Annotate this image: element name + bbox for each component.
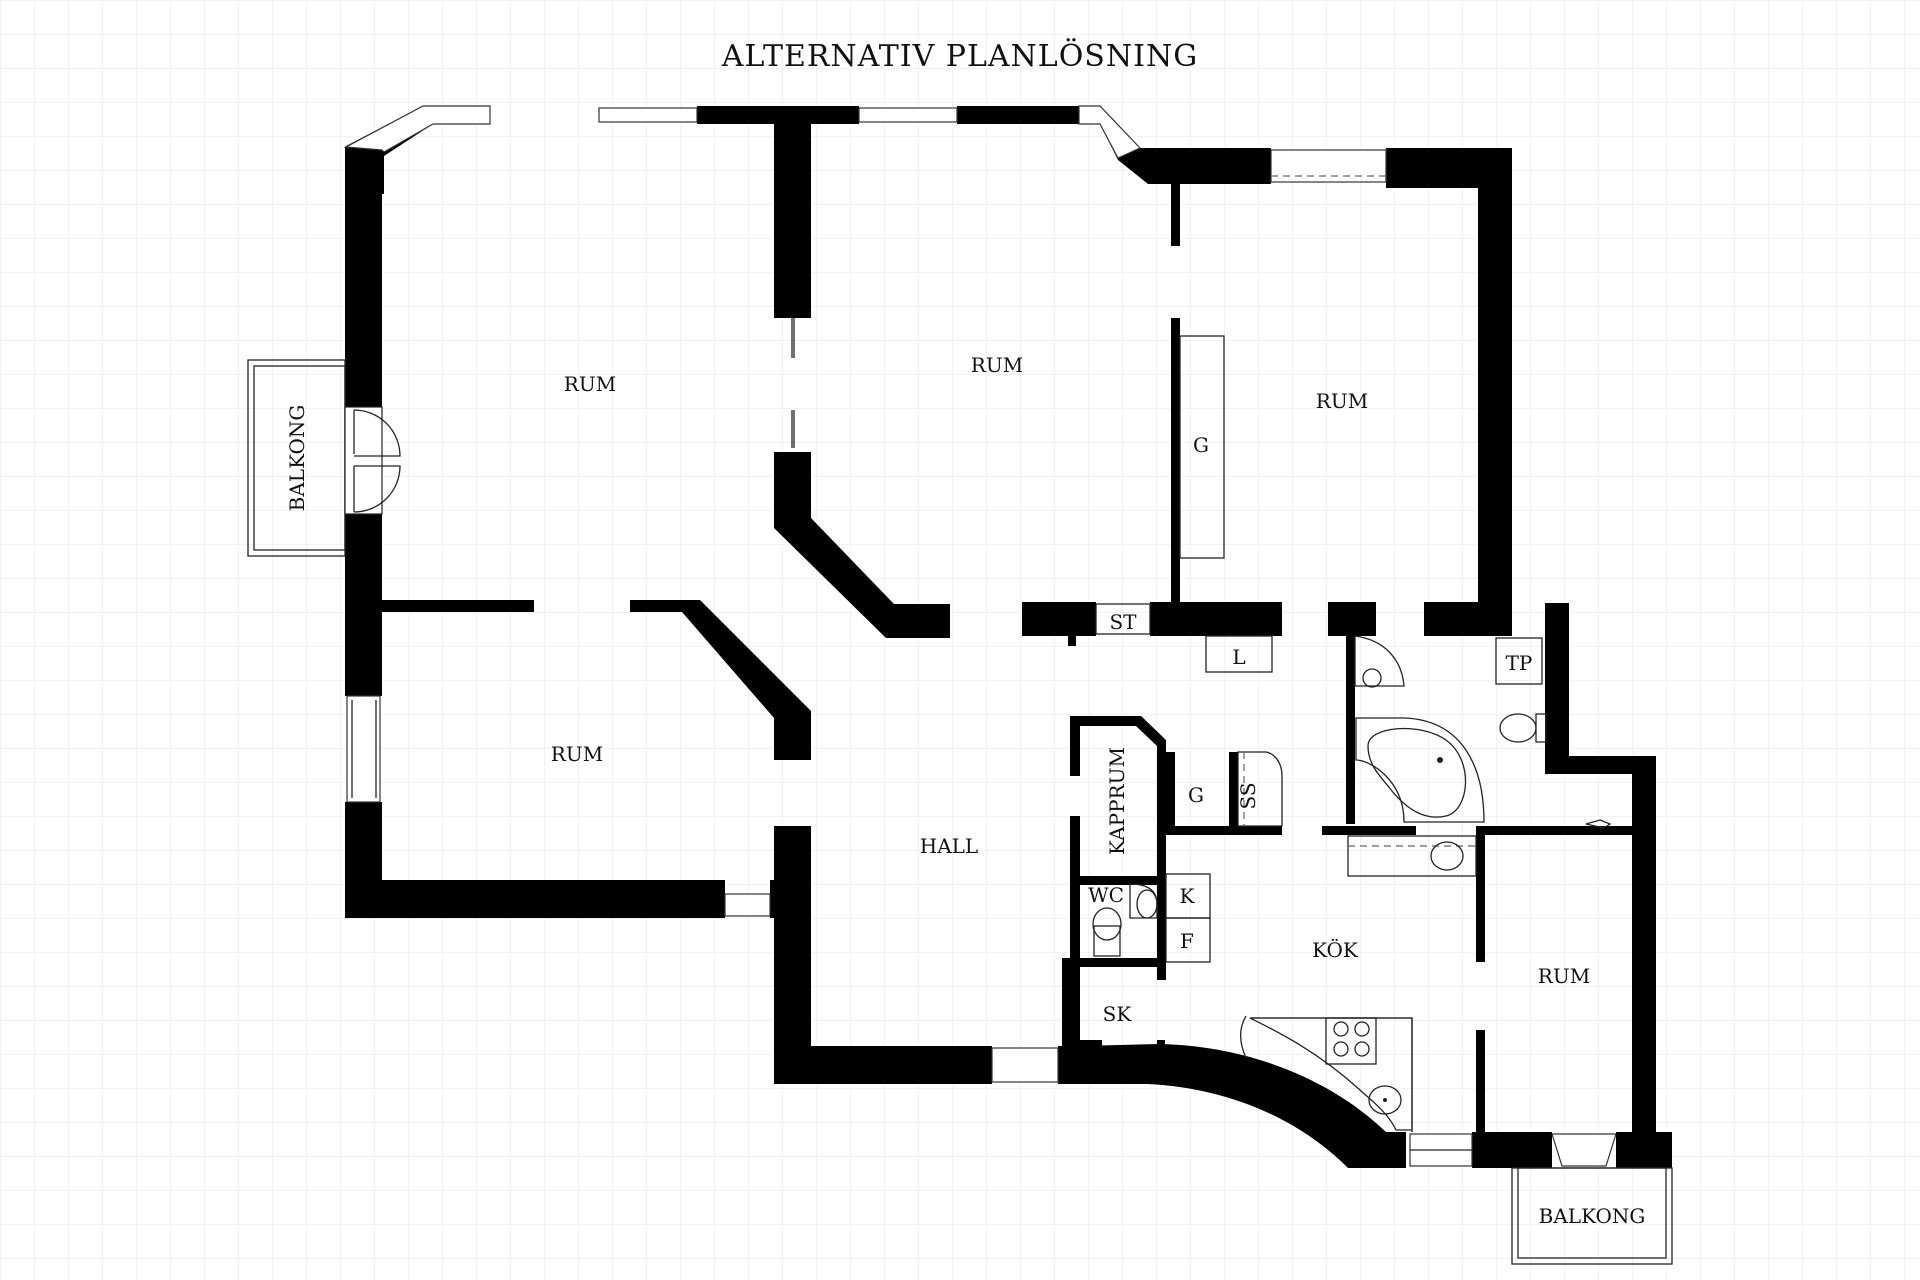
room-label-kapprum: KAPPRUM [1105, 747, 1129, 855]
cabinet-label-sk: SK [1103, 1002, 1133, 1026]
fridge-label-k: K [1180, 884, 1196, 908]
room-label-rum-northwest: RUM [564, 372, 616, 396]
freezer-label-f: F [1180, 929, 1194, 953]
plan-title: ALTERNATIV PLANLÖSNING [721, 38, 1198, 74]
exterior-walls [345, 106, 1672, 1168]
room-label-rum-north: RUM [971, 353, 1023, 377]
fixtures [1092, 335, 1612, 1132]
room-label-rum-northeast: RUM [1316, 389, 1368, 413]
room-label-wc: WC [1088, 883, 1124, 907]
room-labels: RUM RUM RUM RUM RUM HALL KÖK KAPPRUM WC … [285, 353, 1645, 1228]
room-label-rum-southeast: RUM [1538, 964, 1590, 988]
fixture-labels: G ST L TP G SS K F SK [1103, 433, 1533, 1026]
room-label-hall: HALL [920, 834, 978, 858]
closet-label-g: G [1188, 783, 1204, 807]
storage-label-st: ST [1109, 610, 1137, 634]
room-label-kok: KÖK [1312, 937, 1359, 962]
balcony-label-west: BALKONG [285, 405, 309, 512]
linen-label-l: L [1232, 645, 1245, 669]
wardrobe-label-g: G [1193, 433, 1209, 457]
doors [344, 318, 795, 515]
balcony-label-south: BALKONG [1539, 1204, 1646, 1228]
laundry-label-tp: TP [1506, 651, 1533, 675]
closet-label-ss: SS [1236, 782, 1260, 809]
interior-walls [382, 106, 1656, 1168]
windows [343, 105, 1617, 1167]
room-label-rum-west: RUM [551, 742, 603, 766]
